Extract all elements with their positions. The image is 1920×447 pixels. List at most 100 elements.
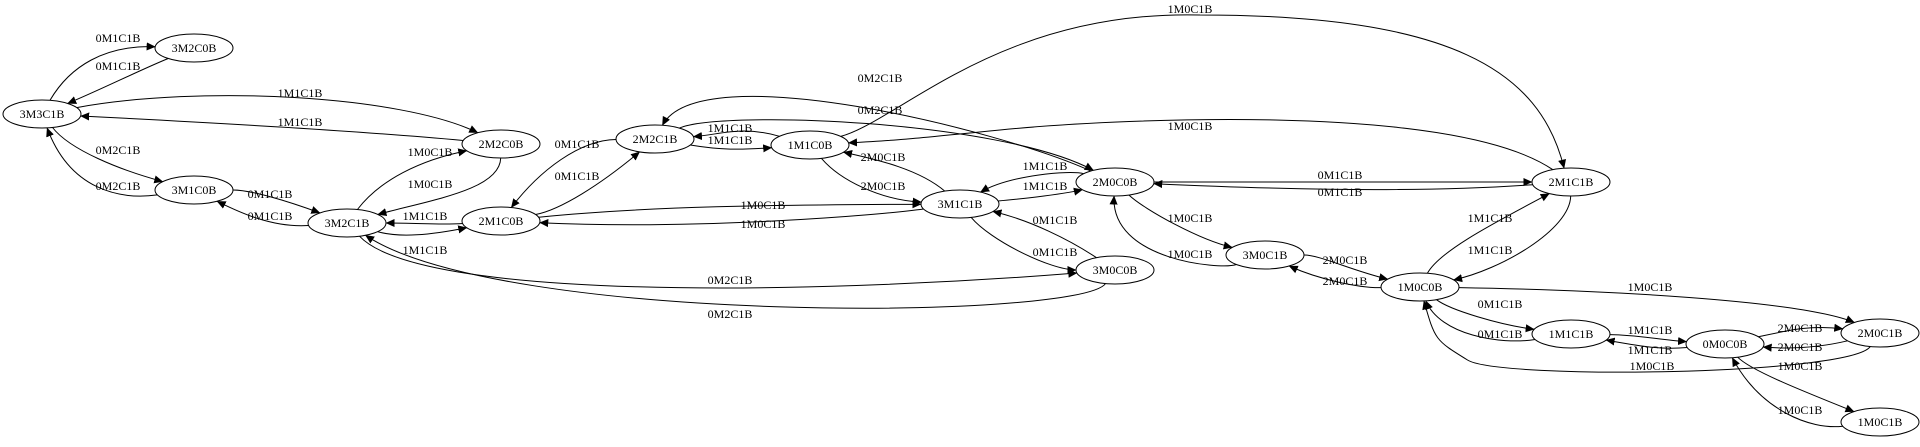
edge-label: 0M2C1B <box>708 307 753 321</box>
node-2M1C0B: 2M1C0B <box>461 206 541 236</box>
node-ellipse <box>307 208 387 238</box>
node-label: 2M1C0B <box>479 214 524 228</box>
edge-1M0C0B-to-2M0C1B: 1M0C1B <box>1458 280 1855 323</box>
edge-arrow <box>1436 299 1535 333</box>
edge-label: 0M2C1B <box>96 179 141 193</box>
edge-label: 1M0C1B <box>1628 280 1673 294</box>
node-ellipse <box>461 206 541 236</box>
edge-label: 0M1C1B <box>1478 327 1523 341</box>
edge-arrow <box>1425 300 1536 342</box>
edge-0M0C0B-to-1M1C1B: 1M1C1B <box>1605 337 1688 357</box>
node-ellipse <box>1075 167 1155 197</box>
edge-label: 1M0C1B <box>1168 119 1213 133</box>
edge-arrow <box>539 208 924 228</box>
edge-arrow <box>80 112 464 141</box>
edge-3M1C1B-to-1M1C0B: 2M0C1B <box>843 150 946 192</box>
node-0M0C0B: 0M0C0B <box>1685 329 1765 359</box>
edge-label: 0M1C1B <box>1318 185 1363 199</box>
edge-label: 1M1C1B <box>278 86 323 100</box>
edge-arrow <box>992 209 1097 259</box>
edge-1M0C0B-to-3M0C1B: 2M0C1B <box>1288 265 1382 289</box>
edge-arrow <box>538 200 922 218</box>
edge-label: 0M1C1B <box>96 59 141 73</box>
edge-arrow <box>692 130 780 141</box>
edge-label: 1M1C1B <box>1023 179 1068 193</box>
edge-3M3C1B-to-3M2C0B: 0M1C1B <box>49 31 156 101</box>
edge-label: 1M1C1B <box>1628 343 1673 357</box>
node-label: 0M0C0B <box>1703 337 1748 351</box>
edge-arrow <box>232 189 321 214</box>
edge-3M2C1B-to-3M1C0B: 0M1C1B <box>216 200 309 227</box>
edge-arrow <box>690 144 773 153</box>
edge-arrow <box>357 148 468 210</box>
node-2M2C1B: 2M2C1B <box>615 124 695 154</box>
edge-label: 1M1C1B <box>1468 211 1513 225</box>
node-label: 2M1C1B <box>1549 175 1594 189</box>
edge-label: 2M0C1B <box>861 179 906 193</box>
edge-arrow <box>980 172 1084 193</box>
edge-label: 0M1C1B <box>555 169 600 183</box>
edge-arrow <box>1762 340 1848 352</box>
edge-3M1C1B-to-2M1C0B: 1M0C1B <box>539 208 924 231</box>
edge-label: 1M0C1B <box>741 217 786 231</box>
edge-3M1C0B-to-3M2C1B: 0M1C1B <box>232 187 321 214</box>
node-label: 3M0C0B <box>1093 263 1138 277</box>
edge-label: 2M0C1B <box>1323 253 1368 267</box>
node-ellipse <box>615 124 695 154</box>
node-ellipse <box>1840 407 1920 437</box>
node-label: 3M1C0B <box>172 183 217 197</box>
edge-label: 0M1C1B <box>1478 297 1523 311</box>
edge-3M3C1B-to-3M1C0B: 0M2C1B <box>52 127 164 184</box>
node-ellipse <box>1840 318 1920 348</box>
node-1M0C1B: 1M0C1B <box>1840 407 1920 437</box>
edge-3M1C1B-to-3M0C0B: 0M1C1B <box>970 217 1077 275</box>
edge-arrow <box>1737 356 1855 413</box>
node-label: 3M2C1B <box>325 216 370 230</box>
edge-arrow <box>365 234 1106 309</box>
edge-2M0C0B-to-3M0C1B: 1M0C1B <box>1128 194 1233 250</box>
edge-arrow <box>1109 195 1237 267</box>
node-label: 2M2C0B <box>479 137 524 151</box>
edge-arrow <box>1303 254 1389 282</box>
node-label: 2M0C1B <box>1858 326 1903 340</box>
edge-3M2C1B-to-3M0C0B: 0M2C1B <box>359 235 1078 289</box>
node-3M0C1B: 3M0C1B <box>1225 240 1305 270</box>
node-label: 1M0C1B <box>1858 415 1903 429</box>
node-ellipse <box>2 99 82 129</box>
edge-arrow <box>52 127 164 184</box>
edge-arrow <box>377 225 468 236</box>
edge-2M2C0B-to-3M2C1B: 1M0C1B <box>377 157 502 217</box>
edge-arrow <box>1758 323 1844 338</box>
edge-label: 1M0C1B <box>1168 2 1213 16</box>
edge-label: 0M1C1B <box>1318 168 1363 182</box>
node-label: 3M0C1B <box>1243 248 1288 262</box>
edge-arrow <box>1609 334 1688 346</box>
edge-arrow <box>1731 357 1843 428</box>
edge-0M0C0B-to-1M0C1B: 1M0C1B <box>1737 356 1855 413</box>
edge-label: 0M2C1B <box>708 273 753 287</box>
edge-arrow <box>1128 194 1233 250</box>
edge-arrow <box>679 119 1094 171</box>
edge-label: 1M0C1B <box>1630 359 1675 373</box>
edge-1M1C1B-to-1M0C0B: 0M1C1B <box>1425 300 1536 342</box>
edge-3M3C1B-to-2M2C0B: 1M1C1B <box>76 86 479 134</box>
edge-1M0C0B-to-1M1C1B: 0M1C1B <box>1436 297 1535 333</box>
edge-label: 1M0C1B <box>1168 247 1213 261</box>
edge-3M0C0B-to-3M2C1B: 0M2C1B <box>365 234 1106 321</box>
edge-3M0C1B-to-2M0C0B: 1M0C1B <box>1109 195 1237 267</box>
node-label: 3M3C1B <box>20 107 65 121</box>
node-3M0C0B: 3M0C0B <box>1075 255 1155 285</box>
edge-label: 1M1C1B <box>708 121 753 135</box>
edge-3M1C0B-to-3M3C1B: 0M2C1B <box>46 127 158 197</box>
edge-arrow <box>1288 265 1382 289</box>
edge-0M0C0B-to-2M0C1B: 2M0C1B <box>1758 321 1844 338</box>
edge-arrow <box>76 95 479 134</box>
edge-arrow <box>661 95 1092 172</box>
edge-label: 0M1C1B <box>96 31 141 45</box>
edge-1M1C1B-to-0M0C0B: 1M1C1B <box>1609 323 1688 346</box>
node-ellipse <box>1531 319 1611 349</box>
edge-label: 1M1C1B <box>1628 323 1673 337</box>
edge-arrow <box>843 150 946 192</box>
edge-arrow <box>359 235 1078 289</box>
edge-1M0C0B-to-2M1C1B: 1M1C1B <box>1426 193 1550 274</box>
